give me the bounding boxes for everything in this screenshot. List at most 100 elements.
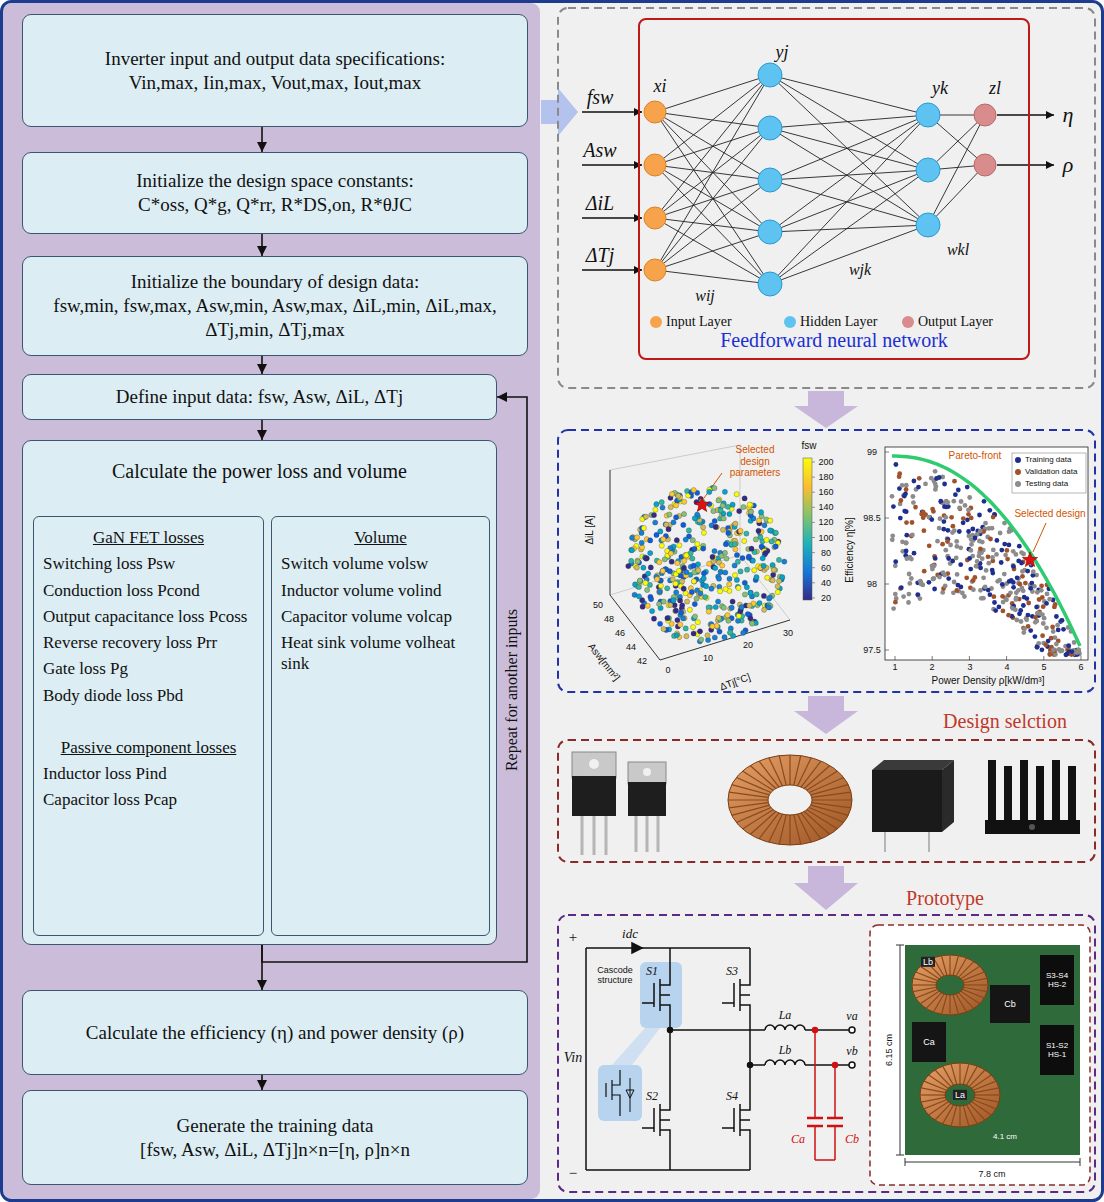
scatter-dot (681, 522, 686, 527)
scatter-dot (676, 493, 681, 498)
scatter-dot (712, 486, 717, 491)
data-point (971, 578, 976, 583)
dashed-frame (558, 8, 1095, 388)
scatter-dot (716, 615, 721, 620)
annotation-label: 4 (1004, 662, 1009, 672)
data-point (1048, 651, 1053, 656)
data-point (945, 539, 950, 544)
legend-swatch (1015, 457, 1021, 463)
annotation-label: 180 (818, 472, 833, 482)
data-point (958, 562, 963, 567)
data-point (990, 571, 995, 576)
toroid-core (920, 1063, 1000, 1127)
scatter-dot (748, 502, 753, 507)
data-point (1016, 588, 1021, 593)
annotation-label: 6 (1078, 662, 1083, 672)
scatter-dot (691, 563, 696, 568)
scatter-dot (692, 579, 697, 584)
annotation-label: La (953, 1090, 967, 1100)
weight-line (770, 170, 928, 232)
scatter-dot (761, 563, 766, 568)
connector-label: Repeat for another inputs (503, 609, 521, 771)
tick (885, 650, 889, 651)
flow-connector (261, 1075, 263, 1090)
scatter-dot (760, 556, 765, 561)
data-point (973, 536, 978, 541)
weight-line (770, 115, 928, 128)
scatter-dot (674, 515, 679, 520)
legend-text: Testing data (1025, 479, 1068, 488)
selection-star (694, 497, 709, 512)
flow-connector (261, 234, 263, 256)
dashed-frame (558, 915, 1095, 1192)
data-point (969, 516, 974, 521)
data-point (1047, 652, 1052, 657)
data-point (1025, 596, 1030, 601)
data-point (915, 592, 920, 597)
output-arrow (997, 164, 1054, 166)
scatter-dot (724, 556, 729, 561)
selection-star (1022, 552, 1037, 567)
data-point (1047, 597, 1052, 602)
scatter-dot (668, 551, 673, 556)
scatter-dot (646, 571, 651, 576)
data-point (902, 494, 907, 499)
annotation-label: 98.5 (863, 513, 881, 523)
scatter-dot (747, 502, 752, 507)
annotation-label: 3 (967, 662, 972, 672)
winding (920, 1094, 945, 1095)
data-point (984, 568, 989, 573)
scatter-dot (782, 559, 787, 564)
scatter-dot (720, 503, 725, 508)
scatter-dot (674, 538, 679, 543)
data-point (955, 544, 960, 549)
data-point (1000, 594, 1005, 599)
data-point (945, 500, 950, 505)
annotation-label: 48 (604, 614, 614, 624)
tick (812, 477, 815, 478)
scatter-dot (665, 616, 670, 621)
neuron (916, 213, 940, 237)
annotation-label: 120 (818, 517, 833, 527)
leader-line (704, 473, 722, 498)
annotation-label: ρ (1063, 152, 1074, 177)
data-point (1002, 572, 1007, 577)
data-point (997, 605, 1002, 610)
scatter-dot (669, 491, 674, 496)
winding (920, 991, 939, 1003)
data-point (978, 547, 983, 552)
scatter-dot (725, 613, 730, 618)
annotation-label: wjk (849, 261, 871, 279)
scatter-dot (690, 538, 695, 543)
data-point (1020, 569, 1025, 574)
scatter-dot (756, 518, 761, 523)
winding (975, 1088, 999, 1093)
winding (975, 1094, 1000, 1095)
scatter-dot (684, 634, 689, 639)
tick (1081, 656, 1082, 660)
scatter-dot (770, 578, 775, 583)
group-box: Calculate the power loss and volumeGaN F… (22, 440, 497, 945)
scatter-dot (741, 630, 746, 635)
data-point (1021, 588, 1026, 593)
data-point (1031, 569, 1036, 574)
scatter-dot (667, 569, 672, 574)
annotation-label: 7.8 cm (978, 1169, 1005, 1179)
scatter-dot (742, 496, 747, 501)
tick (885, 518, 889, 519)
data-point (922, 528, 927, 533)
scatter-dot (765, 575, 770, 580)
annotation-label: Design selction (943, 710, 1067, 733)
annotation-label: xi (654, 76, 667, 97)
scatter-dot (697, 629, 702, 634)
data-point (929, 517, 934, 522)
scatter-dot (695, 541, 700, 546)
scatter-dot (635, 558, 640, 563)
data-point (980, 540, 985, 545)
leader-line (1033, 523, 1046, 552)
data-point (964, 575, 969, 580)
scatter-dot (711, 509, 716, 514)
data-point (1061, 627, 1066, 632)
data-point (991, 515, 996, 520)
